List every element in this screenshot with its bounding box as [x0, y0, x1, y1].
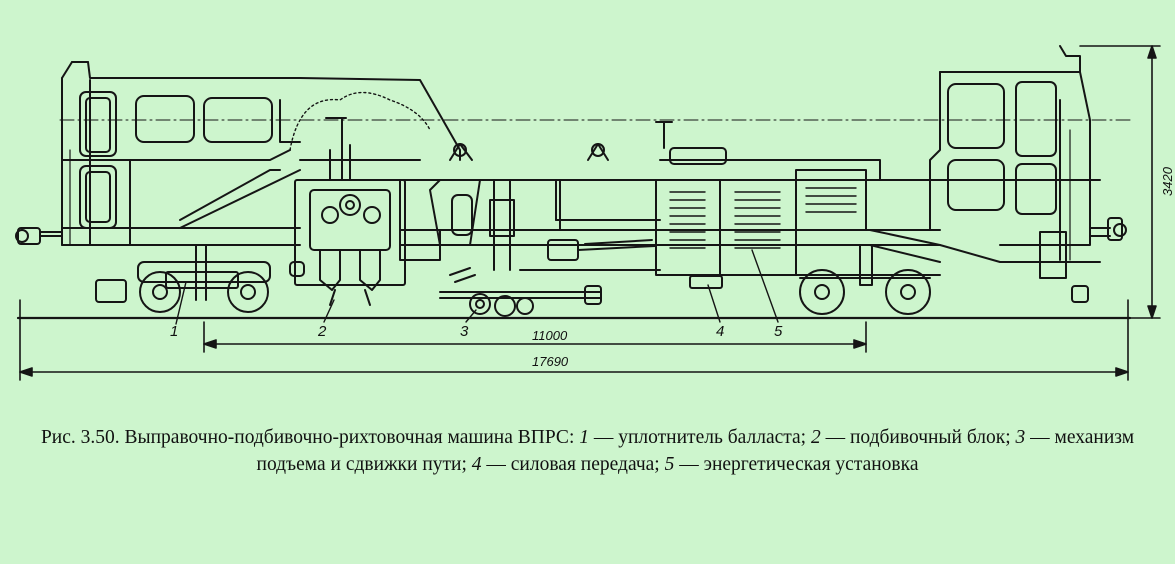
dimension-wheelbase: 11000: [532, 328, 568, 343]
label-2: 2: [317, 323, 327, 340]
dimension-height: 3420: [1160, 166, 1175, 196]
figure-caption: Рис. 3.50. Выправочно-подбивочно-рихтово…: [20, 424, 1155, 478]
energy-unit: [559, 121, 881, 289]
left-coupler: [15, 227, 63, 245]
label-4: 4: [716, 323, 724, 340]
caption-item-2: — подбивочный блок;: [820, 427, 1016, 448]
right-coupler: [1089, 217, 1127, 241]
caption-item-5: — энергетическая установка: [674, 454, 919, 475]
caption-num-3: 3: [1015, 427, 1026, 448]
machine-drawing: 1 2 3 4 5 11000 17690 3420: [15, 45, 1175, 381]
dimension-lines: [19, 45, 1161, 381]
lifting-mechanism: [439, 267, 602, 317]
left-bogie: [95, 244, 271, 313]
right-bogie: [799, 244, 931, 315]
label-5: 5: [774, 323, 783, 340]
middle-section: [399, 143, 661, 271]
caption-num-2: 2: [810, 427, 821, 448]
main-frame: [61, 179, 1101, 276]
caption-item-4: — силовая передача;: [481, 454, 665, 475]
leader-lines: [175, 249, 779, 325]
right-cab: [929, 45, 1091, 303]
caption-item-1: — уплотнитель балласта;: [589, 427, 811, 448]
caption-item-3: — механизм подъема и сдвижки пути;: [256, 427, 1135, 475]
dimension-total-length: 17690: [532, 354, 569, 369]
caption-num-4: 4: [471, 454, 482, 475]
label-1: 1: [170, 323, 178, 340]
label-3: 3: [460, 323, 469, 340]
caption-num-5: 5: [664, 454, 675, 475]
tamping-block: [289, 117, 406, 306]
caption-num-1: 1: [579, 427, 589, 448]
caption-prefix: Рис. 3.50. Выправочно-подбивочно-рихтово…: [40, 427, 580, 448]
